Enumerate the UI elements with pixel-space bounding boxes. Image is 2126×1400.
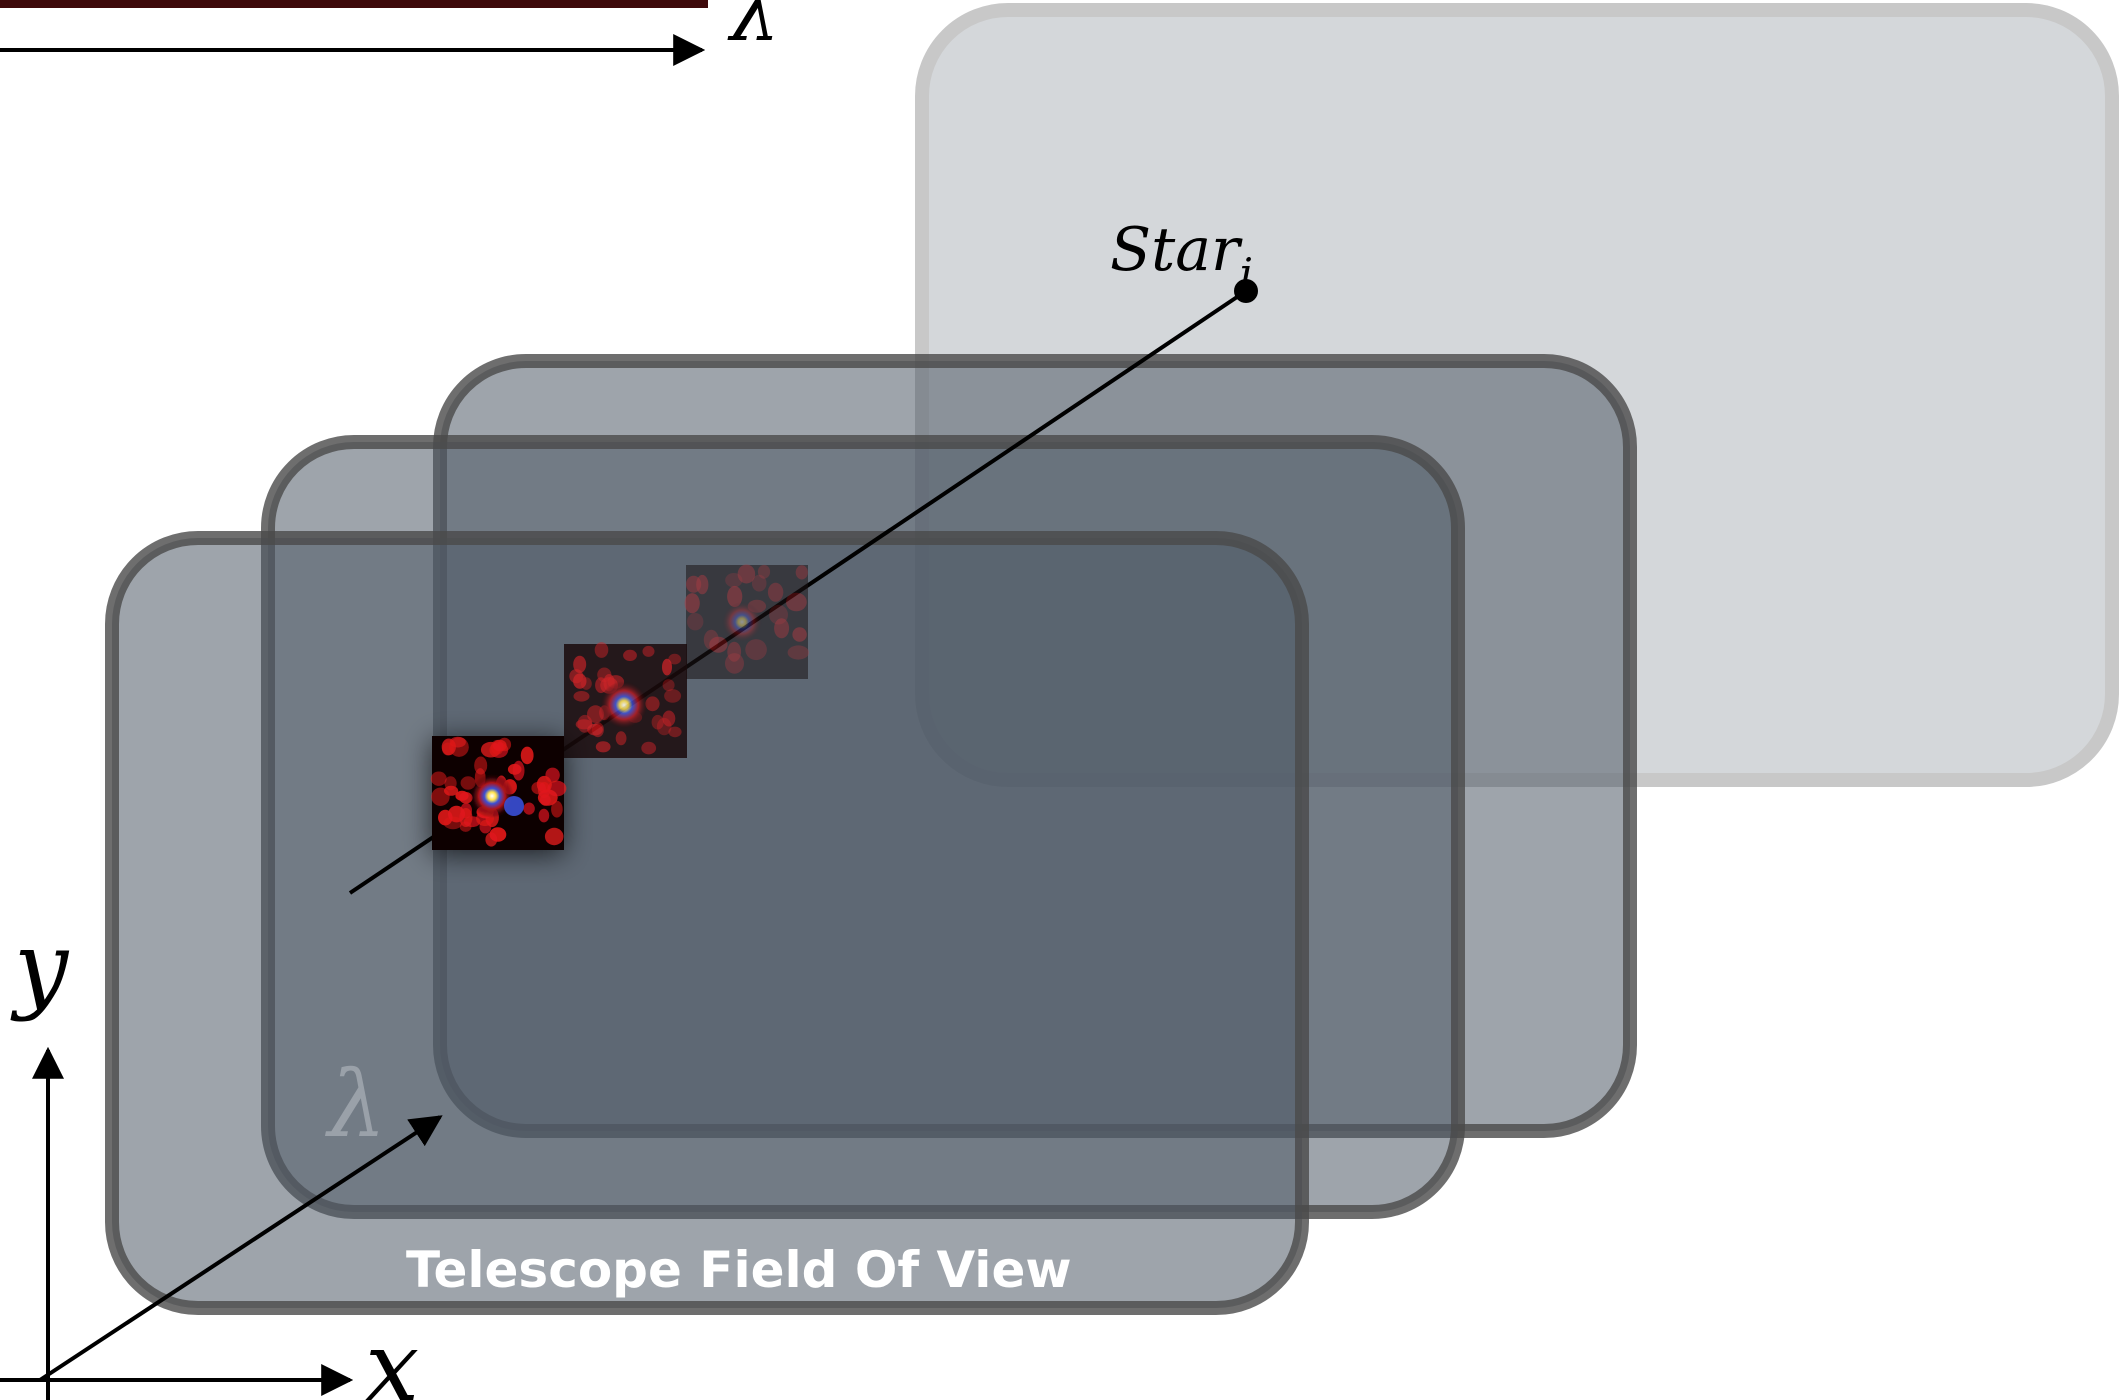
psf-speckle [539, 794, 551, 806]
psf-speckle [594, 642, 609, 658]
psf-speckle [757, 564, 771, 579]
psf-speckle [544, 827, 564, 846]
psf-speckle [538, 808, 550, 823]
psf-speckle [523, 802, 535, 815]
psf-speckle [795, 565, 808, 580]
psf-speckle [430, 771, 447, 786]
psf-speckle [774, 618, 790, 639]
psf-speckle [595, 741, 611, 753]
psf-speckle [615, 731, 627, 746]
psf-speckle [668, 653, 682, 665]
psf-speckle [709, 636, 728, 653]
star-point [1234, 279, 1258, 303]
psf-speckle [489, 827, 507, 842]
psf-speckle [656, 717, 672, 736]
psf-speckle [642, 645, 655, 657]
psf-near [430, 736, 567, 850]
psf-speckle [696, 574, 709, 595]
psf-speckle [520, 746, 534, 765]
psf-speckle [492, 739, 507, 752]
psf-speckle [737, 564, 756, 584]
psf-speckle [662, 710, 676, 727]
psf-speckle [573, 673, 587, 689]
x-axis-label: x [365, 1311, 419, 1400]
psf-speckle [769, 604, 788, 625]
psf-speckle [455, 790, 469, 801]
psf-speckle [580, 677, 592, 690]
psf-speckle [668, 726, 682, 738]
psf-speckle [687, 613, 704, 631]
psf-speckle [792, 627, 807, 642]
psf-speckle [786, 592, 807, 612]
y-axis-label: y [10, 911, 70, 1023]
psf-speckle [449, 736, 466, 748]
psf-speckle [727, 585, 743, 608]
field-of-view-caption: Telescope Field Of View [406, 1241, 1072, 1299]
psf-speckle [664, 689, 682, 703]
psf-speckle [587, 705, 604, 723]
psf-speckle [725, 653, 744, 674]
psf-speckle [751, 574, 767, 592]
psf-speckle [684, 593, 700, 614]
psf-far [684, 564, 809, 679]
lambda-arrow-inside [38, 1115, 443, 1382]
psf-speckle [727, 641, 742, 662]
psf-speckle [460, 776, 476, 790]
psf-speckle [662, 679, 675, 692]
psf-speckle [551, 800, 563, 818]
psf-speckle [459, 808, 473, 827]
psf-speckle [651, 714, 664, 730]
psf-speckle [623, 649, 637, 662]
psf-speckle [444, 776, 457, 791]
psf-speckle [587, 723, 603, 736]
lambda-top-label: λ [727, 0, 779, 59]
psf-speckle [703, 629, 719, 650]
psf-speckle [641, 741, 657, 755]
psf-speckle [442, 742, 454, 756]
psf-speckle [767, 582, 784, 602]
psf-speckle [725, 573, 743, 588]
star-label: Stari [1110, 215, 1253, 298]
psf-speckle [645, 696, 660, 712]
psf-speckle [474, 756, 488, 775]
psf-speckle [438, 809, 453, 826]
psf-speckle [745, 639, 767, 661]
psf-speckle [573, 655, 587, 674]
psf-speckle [662, 658, 672, 676]
lambda-inside-label: λ [324, 1051, 386, 1158]
psf-speckle [686, 575, 702, 593]
psf-speckle [536, 775, 552, 793]
psf-speckle [573, 691, 590, 702]
psf-speckle [479, 820, 492, 834]
psf-speckle [507, 763, 522, 775]
psf-speckle [787, 645, 809, 660]
psf-speckle [569, 669, 584, 684]
spectrum-strip [0, 0, 708, 8]
psf-mid [564, 642, 687, 758]
psf-speckle [597, 667, 612, 683]
